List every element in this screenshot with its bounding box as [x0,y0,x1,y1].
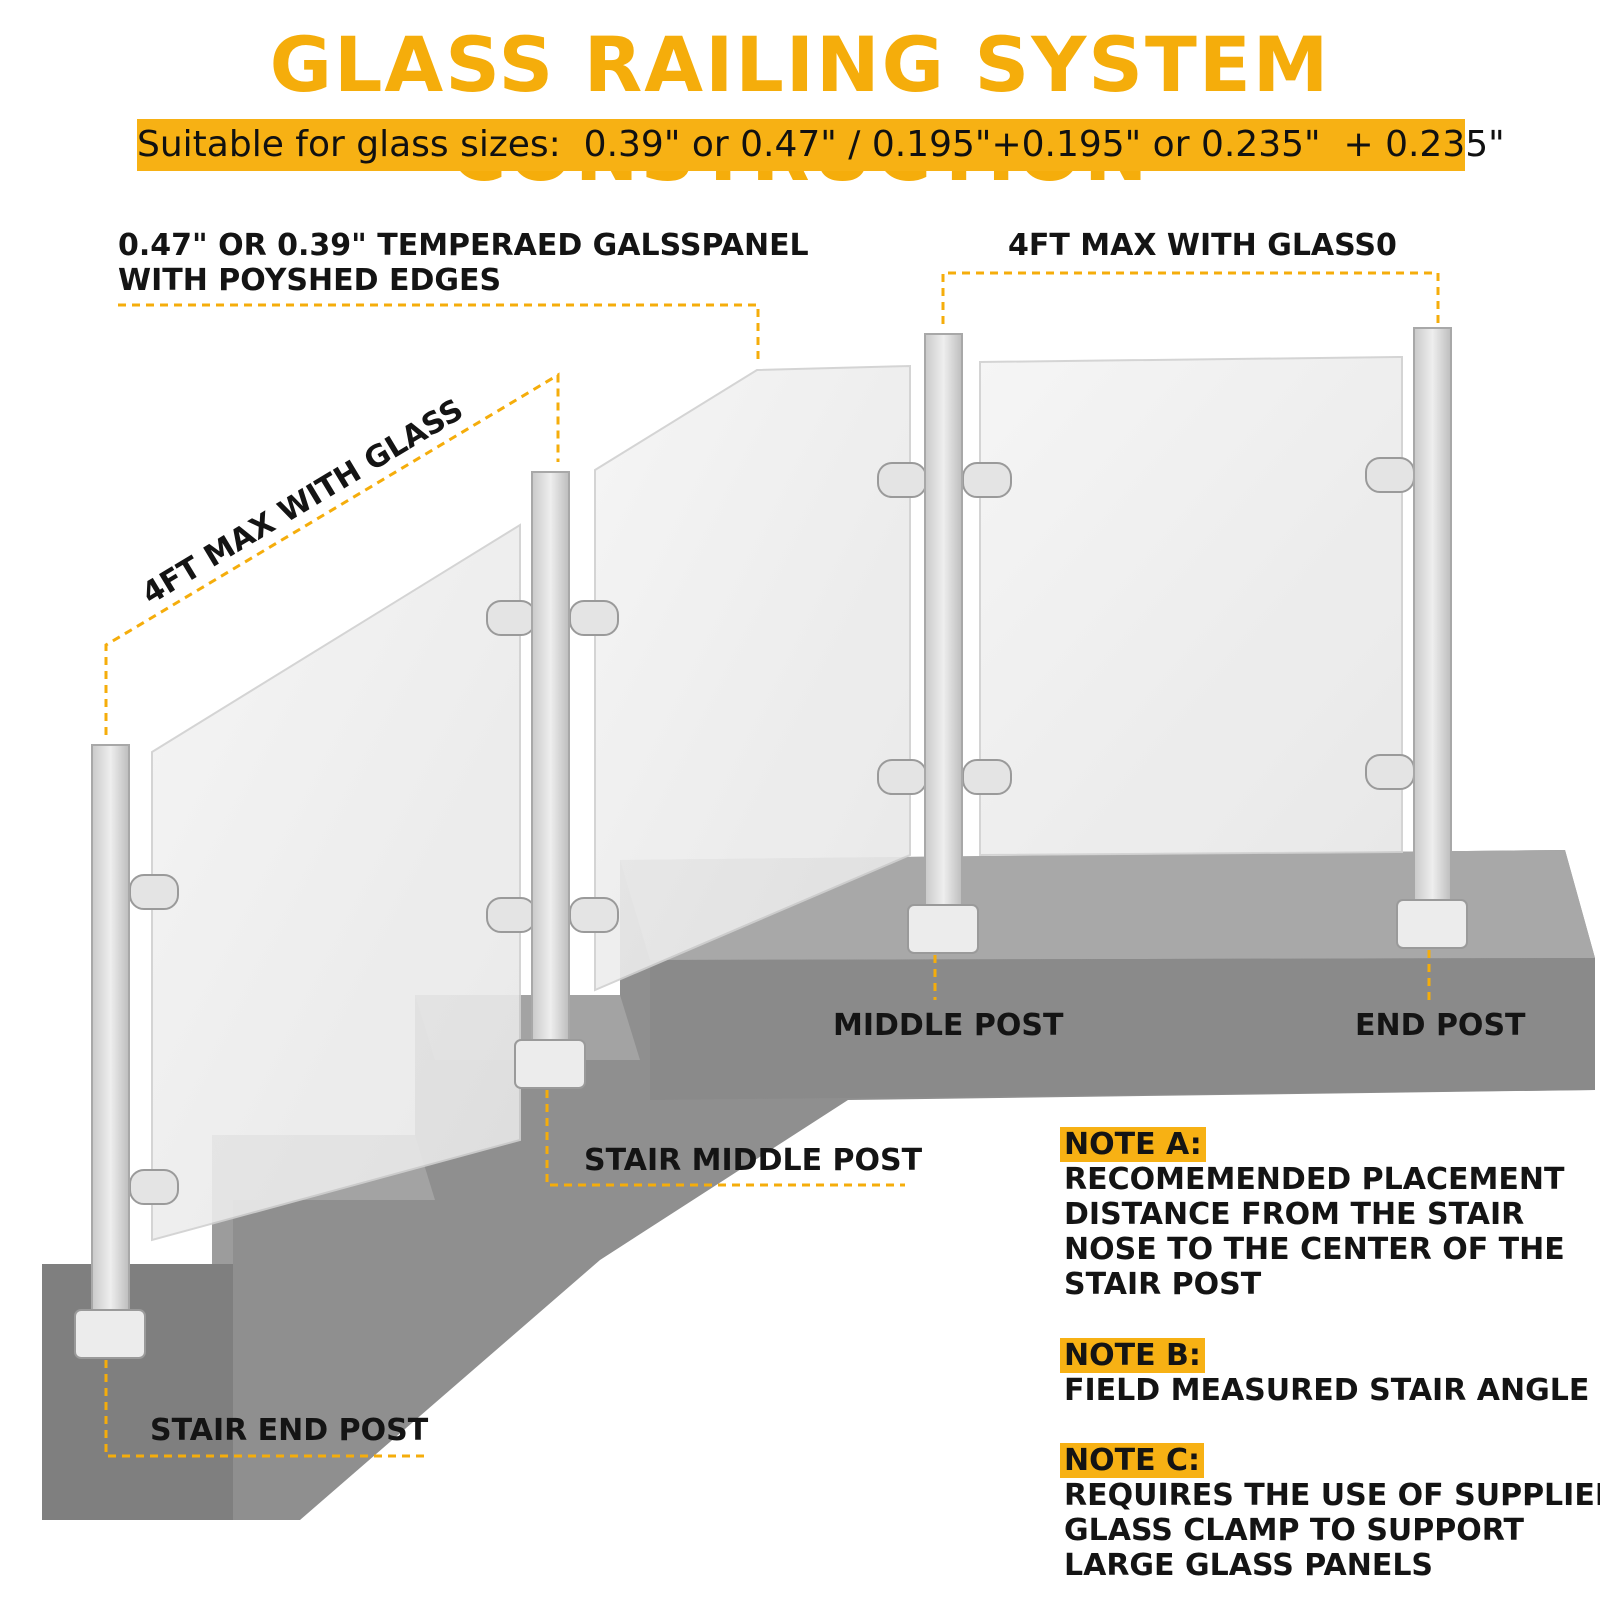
base-plate [74,1309,146,1359]
flat-span-leader [941,271,1440,324]
panel-label: 0.47" OR 0.39" TEMPERAED GALSSPANEL WITH… [118,228,809,298]
middle-post [924,333,963,915]
note-a: NOTE A: RECOMEMENDED PLACEMENT DISTANCE … [1060,1127,1565,1302]
base-plate [1396,899,1468,949]
glass-clamp [569,600,619,636]
note-a-line: STAIR POST [1064,1267,1262,1302]
panel-label-line-1: 0.47" OR 0.39" TEMPERAED GALSSPANEL [118,228,809,263]
middle-post-label: MIDDLE POST [833,1008,1064,1043]
flat-span-label: 4FT MAX WITH GLASS0 [1008,228,1397,263]
note-c-heading: NOTE C: [1060,1443,1205,1478]
glass-clamp [962,462,1012,498]
stair-middle-post-label: STAIR MIDDLE POST [584,1143,923,1178]
note-b: NOTE B: FIELD MEASURED STAIR ANGLE [1060,1338,1590,1408]
stair-end-post-leader [104,1360,425,1458]
note-a-line: RECOMEMENDED PLACEMENT [1064,1162,1565,1197]
end-post [1413,327,1452,911]
glass-panel-stair-lower [151,523,521,1242]
landing-top [620,850,1595,960]
glass-clamps [129,457,1415,1205]
note-c-line: REQUIRES THE USE OF SUPPLIED [1064,1478,1600,1513]
glass-sizes-banner: Suitable for glass sizes: 0.39" or 0.47"… [137,119,1505,171]
note-a-heading: NOTE A: [1060,1127,1206,1162]
glass-clamp [1365,754,1415,790]
stair-end-post-label: STAIR END POST [150,1413,429,1448]
glass-panels [151,355,1403,1242]
stair-span-label: 4FT MAX WITH GLASS [136,392,469,612]
stair-side-shade [42,1200,233,1520]
panel-label-line-2: WITH POYSHED EDGES [118,263,502,298]
glass-panel-landing [979,355,1403,857]
note-b-heading: NOTE B: [1060,1338,1205,1373]
stair-middle-post-leader [545,1090,905,1187]
glass-clamp [486,600,536,636]
glass-clamp [962,759,1012,795]
glass-clamp [129,1169,179,1205]
stair-middle-post [531,471,570,1051]
dimension-leaders [104,271,1440,1458]
note-c-line: GLASS CLAMP TO SUPPORT [1064,1513,1524,1548]
glass-clamp [129,874,179,910]
landing-front-shade [650,958,1595,1100]
panel-leader [118,303,760,362]
note-c: NOTE C: REQUIRES THE USE OF SUPPLIED GLA… [1060,1443,1600,1583]
posts [91,327,1452,1316]
base-plate [514,1039,586,1089]
glass-clamp [1365,457,1415,493]
stair-span-leader [104,372,560,735]
stair-end-post [91,744,130,1316]
end-post-label: END POST [1355,1008,1526,1043]
base-plate [907,904,979,954]
note-b-line: FIELD MEASURED STAIR ANGLE [1064,1373,1590,1408]
glass-clamp [877,759,927,795]
note-a-line: NOSE TO THE CENTER OF THE [1064,1232,1565,1267]
note-a-line: DISTANCE FROM THE STAIR [1064,1197,1525,1232]
glass-clamp [569,897,619,933]
base-plates [74,899,1468,1359]
note-c-line: LARGE GLASS PANELS [1064,1548,1434,1583]
glass-clamp [877,462,927,498]
glass-clamp [486,897,536,933]
